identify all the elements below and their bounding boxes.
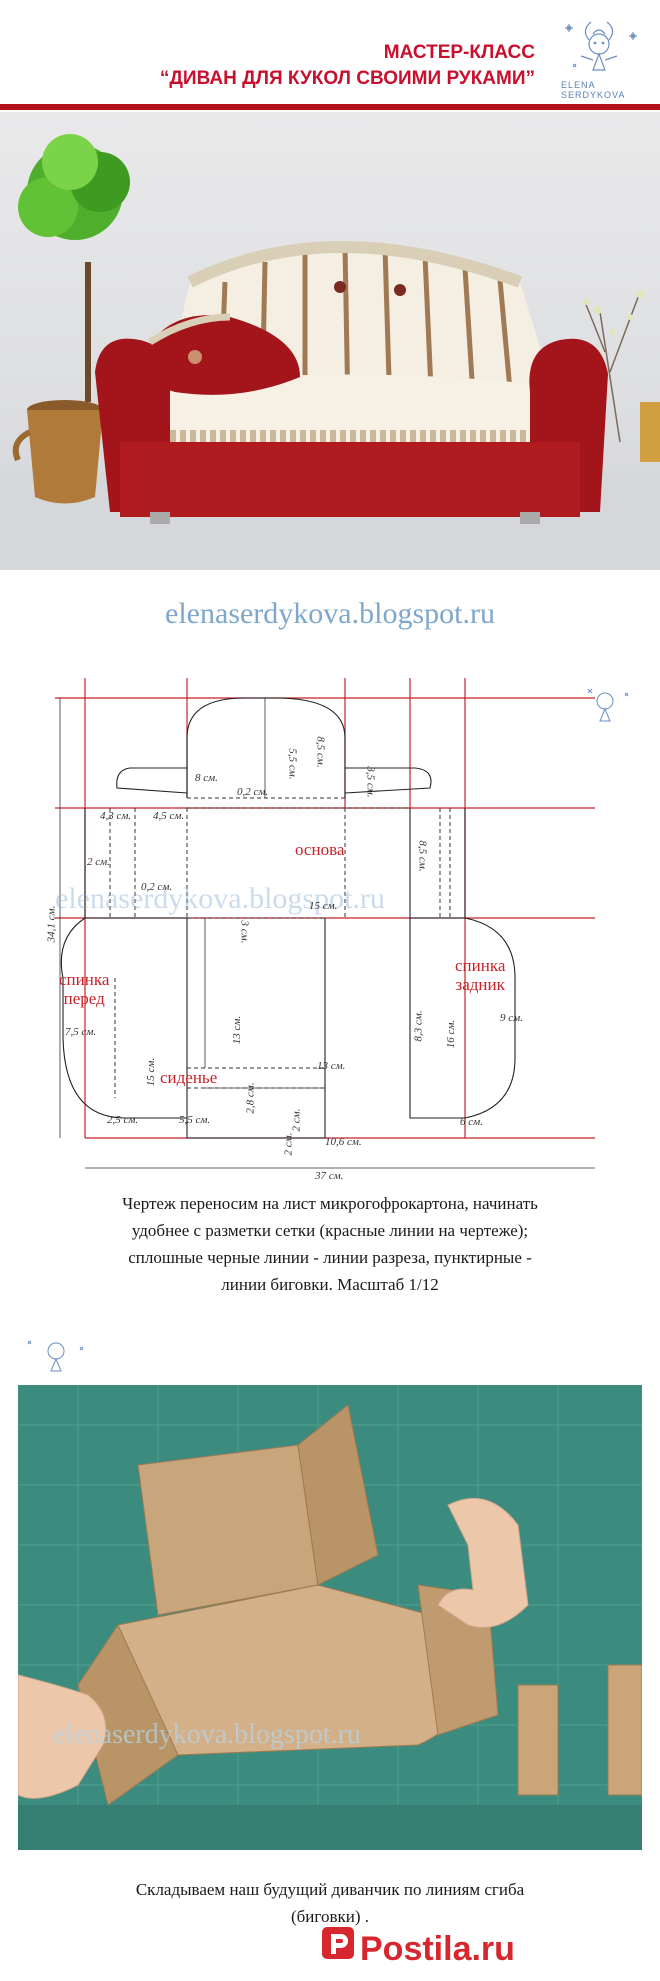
sofa-photo bbox=[0, 112, 660, 570]
folding-photo: elenaserdykova.blogspot.ru bbox=[18, 1385, 642, 1850]
caption1-line1: Чертеж переносим на лист микрогофрокарто… bbox=[122, 1194, 538, 1213]
dim-25: 2,5 см. bbox=[107, 1114, 139, 1126]
dim-02-top: 0,2 см. bbox=[237, 786, 269, 798]
doll-logo-small-icon bbox=[27, 1340, 84, 1372]
label-back-front: спинка перед bbox=[59, 970, 110, 1008]
dim-13-fold: 13 см. bbox=[317, 1060, 346, 1072]
topiary-plant-icon bbox=[12, 134, 130, 504]
dim-75: 7,5 см. bbox=[65, 1026, 97, 1038]
dim-15-base: 15 см. bbox=[309, 900, 338, 912]
dim-15-left: 15 см. bbox=[145, 1057, 158, 1087]
dim-2-left: 2 см. bbox=[87, 856, 110, 868]
caption1-line3: сплошные черные линии - линии разреза, п… bbox=[128, 1248, 532, 1267]
dim-02-mid: 0,2 см. bbox=[141, 881, 173, 893]
header-line-2: “ДИВАН ДЛЯ КУКОЛ СВОИМИ РУКАМИ” bbox=[159, 68, 535, 89]
folding-caption: Складываем наш будущий диванчик по линия… bbox=[0, 1876, 660, 1930]
label-back-rear: спинка задник bbox=[455, 956, 506, 994]
doll-logo-icon bbox=[565, 21, 637, 71]
caption2-line2: (биговки) . bbox=[290, 1907, 369, 1926]
photo-watermark: elenaserdykova.blogspot.ru bbox=[53, 1719, 361, 1750]
dim-35: 3,5 см. bbox=[364, 766, 377, 798]
sofa-pattern-drawing: elenaserdykova.blogspot.ru основа спинка… bbox=[45, 678, 660, 1183]
header-line-1: МАСТЕР-КЛАСС bbox=[383, 42, 535, 63]
caption1-line4: линии биговки. Масштаб 1/12 bbox=[221, 1275, 439, 1294]
dim-3: 3 см. bbox=[238, 920, 251, 944]
dim-43: 4,3 см. bbox=[100, 810, 132, 822]
dim-341: 34,1 см. bbox=[45, 905, 58, 943]
drawing-logo-icon bbox=[587, 688, 629, 722]
dim-16: 16 см. bbox=[445, 1019, 458, 1049]
hands-icon bbox=[18, 1497, 529, 1799]
dim-83: 8,3 см. bbox=[412, 1010, 425, 1042]
page-header-title: МАСТЕР-КЛАСС “ДИВАН ДЛЯ КУКОЛ СВОИМИ РУК… bbox=[160, 40, 535, 92]
dim-55-top: 5,5 см. bbox=[286, 748, 299, 780]
author-logo: ELENA SERDYKOVA bbox=[553, 14, 653, 100]
postila-logo-icon bbox=[322, 1927, 354, 1959]
dim-8: 8 см. bbox=[195, 772, 218, 784]
blog-url: elenaserdykova.blogspot.ru bbox=[165, 597, 495, 630]
cardboard-box-icon bbox=[77, 1404, 642, 1806]
dim-2-bottom: 2 см. bbox=[282, 1132, 295, 1156]
dim-45: 4,5 см. bbox=[153, 810, 185, 822]
dim-28: 2,8 см. bbox=[244, 1082, 257, 1114]
label-seat: сиденье bbox=[160, 1068, 218, 1087]
dim-2-seat: 2 см. bbox=[290, 1108, 303, 1132]
dim-37: 37 см. bbox=[315, 1170, 344, 1182]
dim-55-bottom: 5,5 см. bbox=[179, 1114, 211, 1126]
header-divider bbox=[0, 104, 660, 110]
dim-106: 10,6 см. bbox=[325, 1136, 362, 1148]
pattern-watermark: elenaserdykova.blogspot.ru bbox=[55, 882, 385, 915]
dim-85-top: 8,5 см. bbox=[314, 736, 327, 768]
author-logo-small bbox=[18, 1335, 108, 1385]
dim-85-right: 8,5 см. bbox=[416, 840, 429, 872]
caption2-line1: Складываем наш будущий диванчик по линия… bbox=[135, 1880, 525, 1899]
postila-brand[interactable]: Postila.ru bbox=[360, 1930, 515, 1968]
logo-caption: ELENA SERDYKOVA bbox=[561, 80, 626, 100]
doll-sofa-icon bbox=[95, 241, 608, 524]
caption1-line2: удобнее с разметки сетки (красные линии … bbox=[131, 1221, 529, 1240]
dim-6: 6 см. bbox=[460, 1116, 483, 1128]
label-base: основа bbox=[295, 840, 345, 859]
pattern-caption: Чертеж переносим на лист микрогофрокарто… bbox=[0, 1190, 660, 1298]
dim-13-seat: 13 см. bbox=[231, 1015, 244, 1045]
dim-9: 9 см. bbox=[500, 1012, 523, 1024]
